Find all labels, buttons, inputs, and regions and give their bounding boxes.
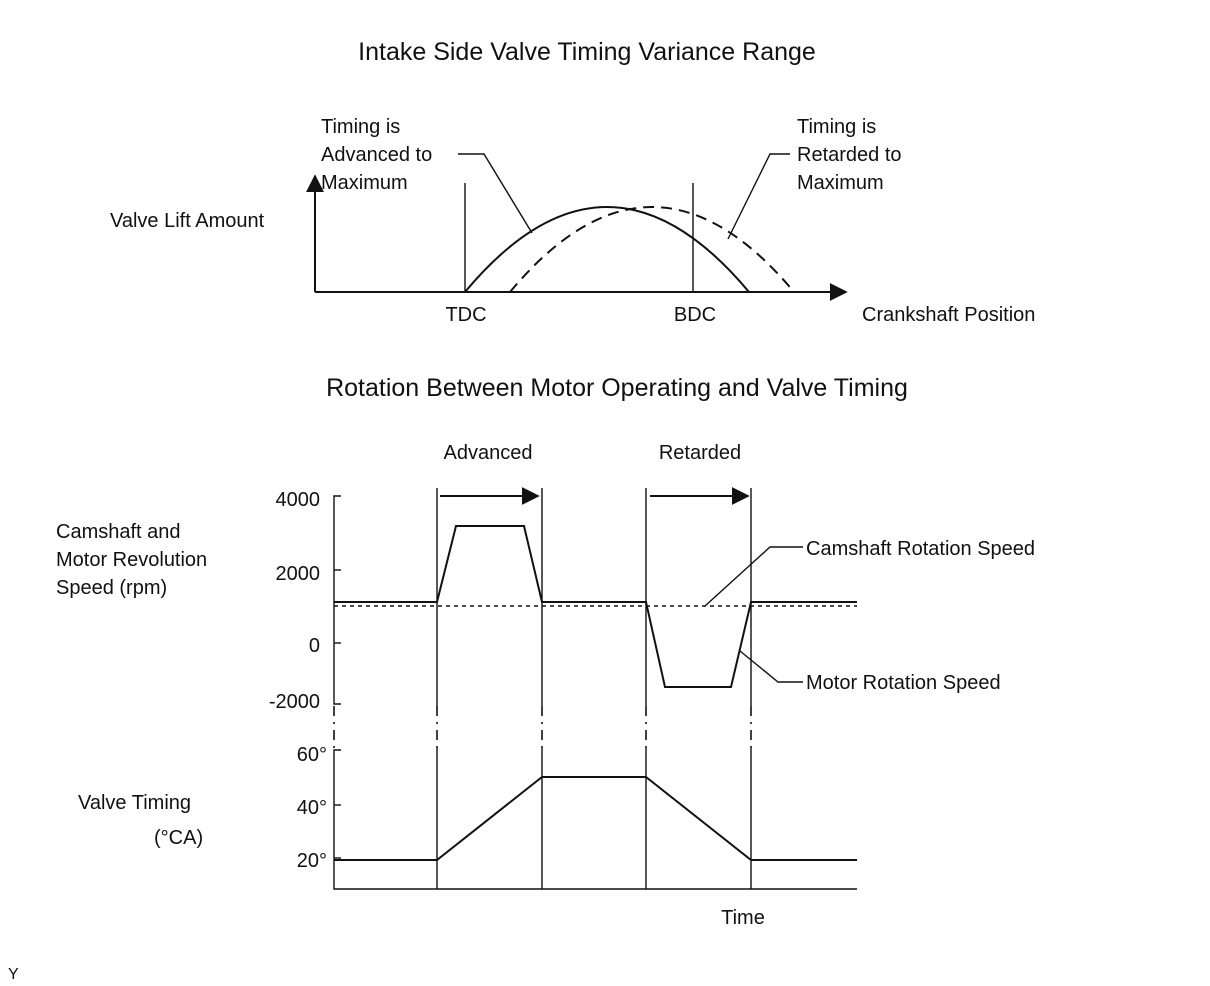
advanced-phase-label: Advanced [444,442,533,464]
retarded-phase-label: Retarded [659,442,741,464]
motor-speed-label: Motor Rotation Speed [806,672,1001,694]
timing-tick-label-20: 20° [297,850,327,872]
retarded-note-line-3: Maximum [797,172,884,194]
speed-label-line-3: Speed (rpm) [56,577,167,599]
speed-tick-label-0: 0 [309,635,320,657]
camshaft-leader-line [704,546,803,607]
retarded-note-line-2: Retarded to [797,144,902,166]
timing-label-line-1: Valve Timing [78,792,191,814]
timing-tick-label-40: 40° [297,797,327,819]
retarded-lift-curve [509,206,795,293]
time-axis-label: Time [721,907,765,929]
bdc-label: BDC [674,304,716,326]
crankshaft-position-label: Crankshaft Position [862,304,1035,326]
speed-label-line-1: Camshaft and [56,521,181,543]
advanced-lift-curve [464,206,750,293]
retarded-note-line-1: Timing is [797,116,876,138]
advanced-leader-line [458,153,533,234]
speed-label-line-2: Motor Revolution [56,549,207,571]
speed-axis [333,495,341,705]
timing-tick-label-60: 60° [297,744,327,766]
speed-tick-label-neg2000: -2000 [269,691,320,713]
corner-mark: Y [8,966,19,983]
speed-tick-label-4000: 4000 [276,489,321,511]
valve-lift-label: Valve Lift Amount [110,210,265,232]
top-title: Intake Side Valve Timing Variance Range [358,38,816,66]
timing-label-line-2: (°CA) [154,827,203,849]
retarded-leader-line [727,153,790,240]
event-boundary-lines [436,488,752,889]
timing-axis [333,749,857,890]
advanced-note-line-2: Advanced to [321,144,432,166]
tdc-label: TDC [445,304,486,326]
valve-timing-line [334,776,857,861]
advanced-note-line-1: Timing is [321,116,400,138]
motor-leader-line [739,650,803,683]
advanced-note-line-3: Maximum [321,172,408,194]
camshaft-speed-label: Camshaft Rotation Speed [806,538,1035,560]
speed-tick-label-2000: 2000 [276,563,321,585]
motor-speed-line [334,525,857,688]
bottom-title: Rotation Between Motor Operating and Val… [326,374,908,402]
